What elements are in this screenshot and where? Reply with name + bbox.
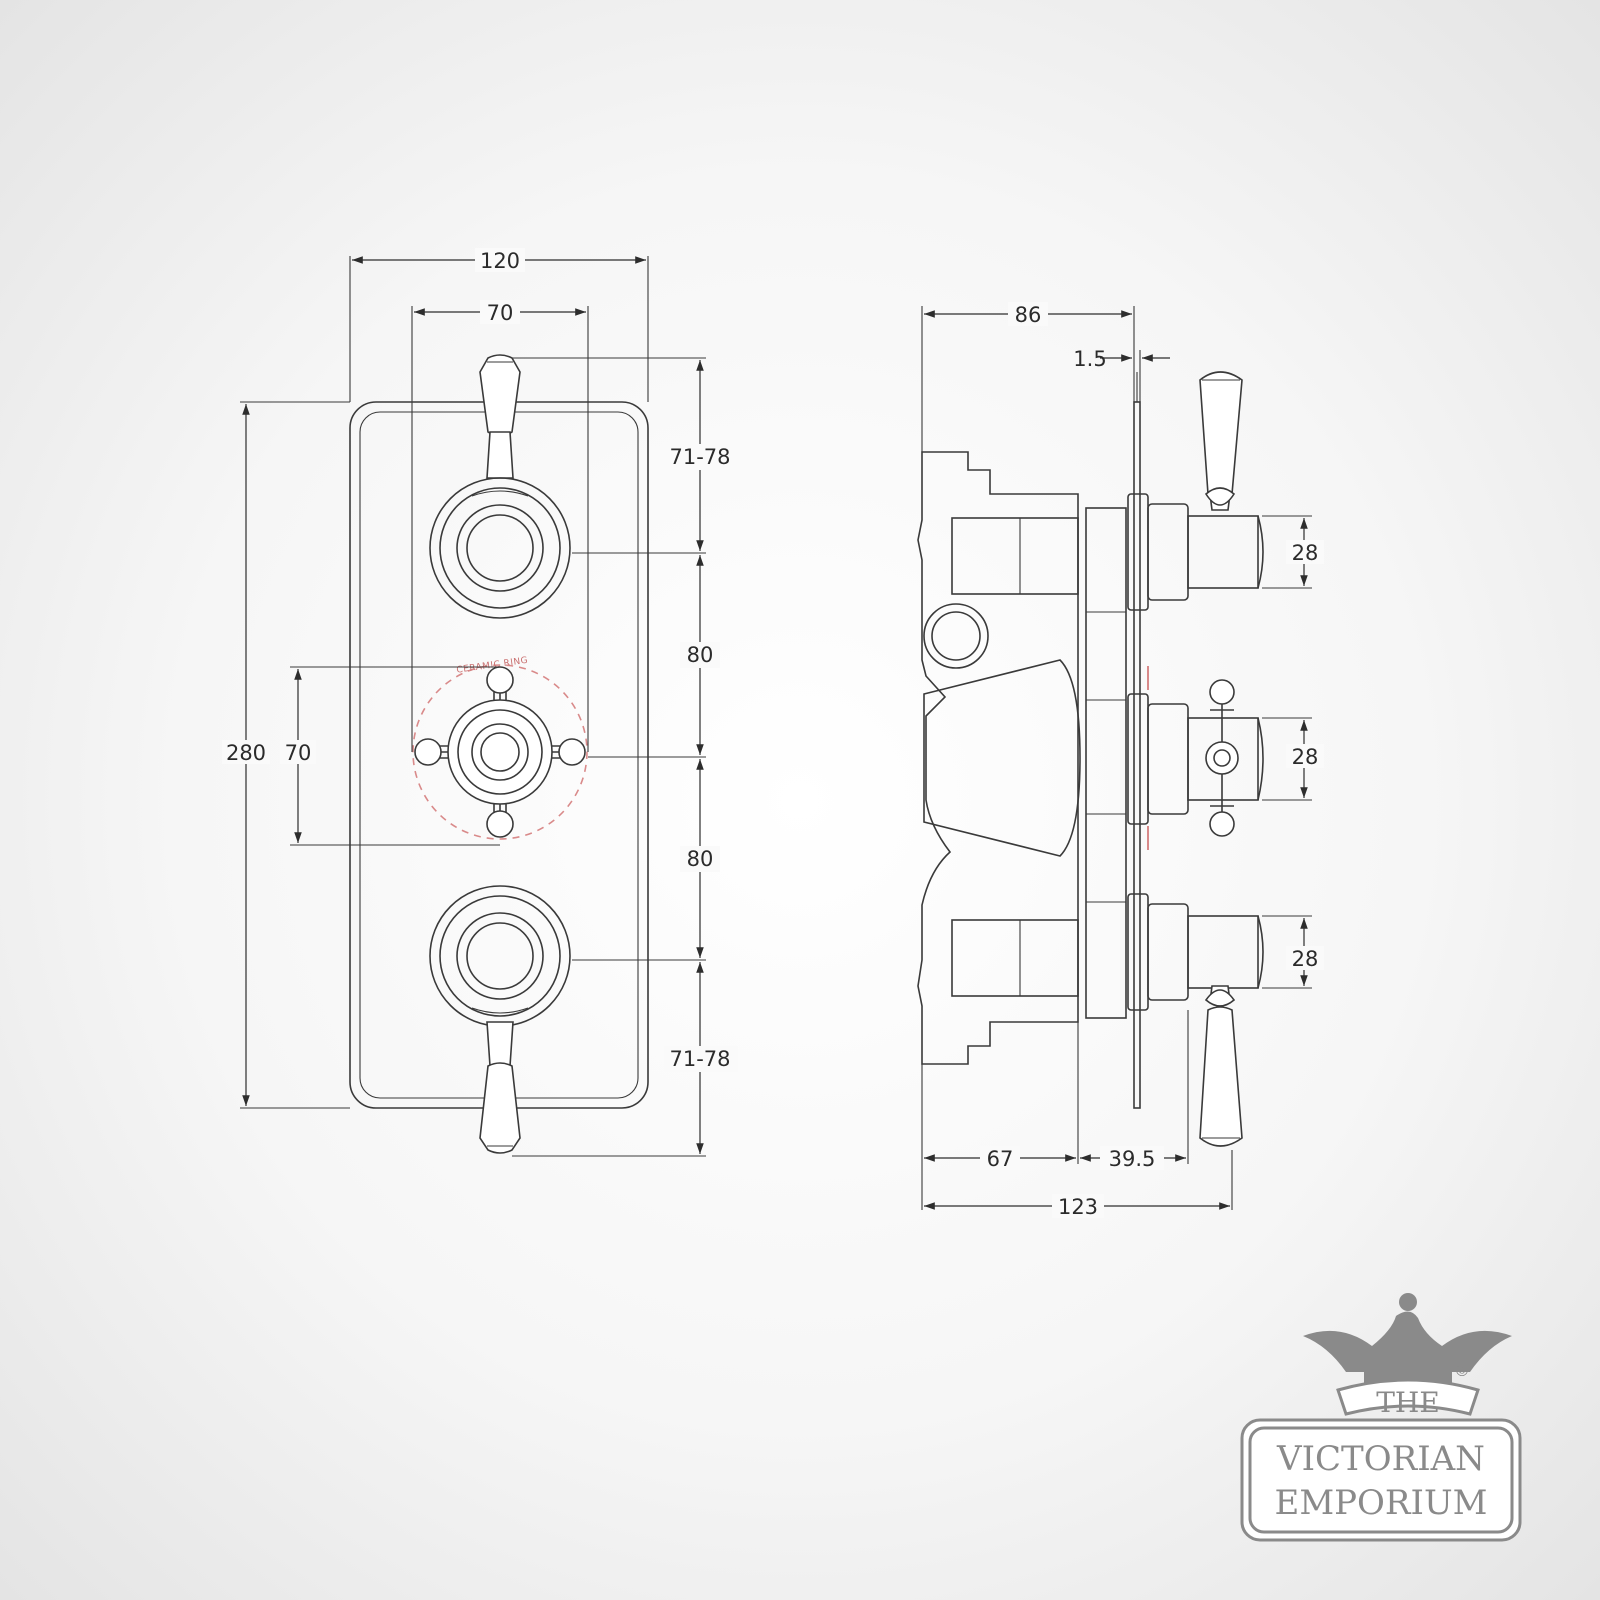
front-view: CERAMIC RING xyxy=(222,248,738,1157)
dim-handle-spacing: 70 xyxy=(487,301,514,325)
dim-spindle-bottom: 28 xyxy=(1292,947,1319,971)
spindle-bottom xyxy=(1127,893,1264,1147)
copyright-symbol: © xyxy=(1454,1361,1470,1380)
bottom-lever-handle xyxy=(429,885,571,1154)
cross-handle: CERAMIC RING xyxy=(412,656,588,840)
dim-upper-gap: 80 xyxy=(687,643,714,667)
side-view: 86 1.5 28 28 28 67 39.5 123 xyxy=(917,302,1324,1219)
dim-overall-height: 280 xyxy=(226,741,266,765)
top-lever-handle xyxy=(429,354,571,619)
crown-emblem xyxy=(1303,1311,1512,1390)
dim-spindle-middle: 28 xyxy=(1292,745,1319,769)
logo-line1: VICTORIAN xyxy=(1276,1439,1485,1479)
brand-logo: THE © VICTORIAN EMPORIUM xyxy=(1240,1293,1522,1542)
spindle-top xyxy=(1127,371,1264,611)
dim-overall-width: 120 xyxy=(480,249,520,273)
dim-outer-depth: 39.5 xyxy=(1109,1147,1156,1171)
dim-lower-gap: 80 xyxy=(687,847,714,871)
faceplate-side xyxy=(1133,401,1141,1109)
dim-cross-span: 70 xyxy=(285,741,312,765)
dim-wall-depth: 67 xyxy=(987,1147,1014,1171)
dim-plate-thickness: 1.5 xyxy=(1073,347,1106,371)
logo-line2: EMPORIUM xyxy=(1275,1483,1488,1523)
dim-body-depth: 86 xyxy=(1015,303,1042,327)
logo-the: THE xyxy=(1376,1386,1440,1419)
valve-body xyxy=(917,451,1079,1065)
spindle-middle xyxy=(1127,679,1264,837)
dim-spindle-top: 28 xyxy=(1292,541,1319,565)
dim-top-projection: 71-78 xyxy=(669,445,730,469)
dim-total-depth: 123 xyxy=(1058,1195,1098,1219)
mounting-plate xyxy=(1085,507,1127,1019)
dim-bottom-projection: 71-78 xyxy=(669,1047,730,1071)
